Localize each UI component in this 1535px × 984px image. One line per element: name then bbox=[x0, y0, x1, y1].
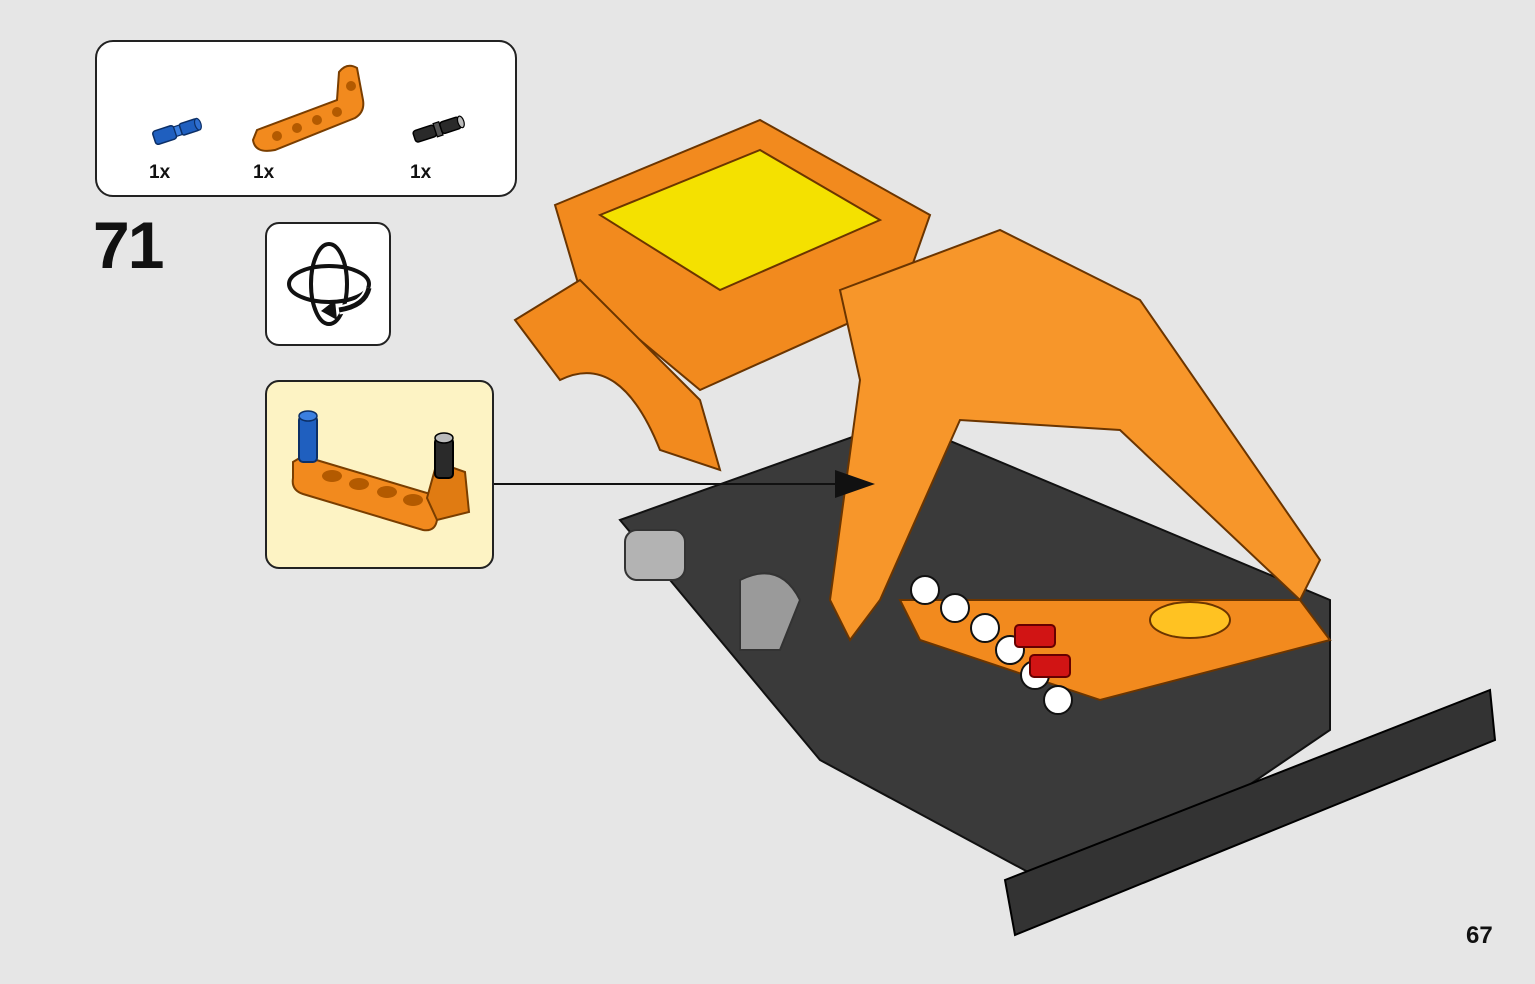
white-dome bbox=[970, 613, 1000, 643]
orange-l-beam-icon bbox=[247, 60, 372, 155]
rotate-callout bbox=[265, 222, 391, 346]
part-quantity: 1x bbox=[410, 162, 432, 183]
black-friction-pin-icon bbox=[407, 114, 471, 144]
orange-fender bbox=[513, 278, 722, 472]
arrow-head bbox=[835, 470, 875, 498]
white-dome bbox=[940, 593, 970, 623]
orange-l-beam-with-pins-icon bbox=[287, 402, 477, 552]
step-number: 71 bbox=[93, 208, 164, 282]
red-pin bbox=[1014, 624, 1056, 648]
rotate-model-icon bbox=[277, 232, 381, 336]
yellow-light bbox=[1149, 601, 1231, 639]
parts-list-box: 1x 1x 1x bbox=[95, 40, 517, 197]
blue-axle-pin-icon bbox=[145, 116, 209, 146]
red-pin bbox=[1029, 654, 1071, 678]
part-quantity: 1x bbox=[253, 162, 275, 183]
orange-suspension-arms bbox=[828, 228, 1322, 642]
part-quantity: 1x bbox=[149, 162, 171, 183]
white-dome bbox=[1043, 685, 1073, 715]
gray-connector bbox=[624, 529, 686, 581]
black-bumper-beam bbox=[1003, 688, 1497, 937]
gray-hose bbox=[739, 572, 802, 651]
white-dome bbox=[910, 575, 940, 605]
subassembly-callout bbox=[265, 380, 494, 569]
page-number: 67 bbox=[1466, 922, 1493, 949]
yellow-panel bbox=[597, 148, 883, 292]
